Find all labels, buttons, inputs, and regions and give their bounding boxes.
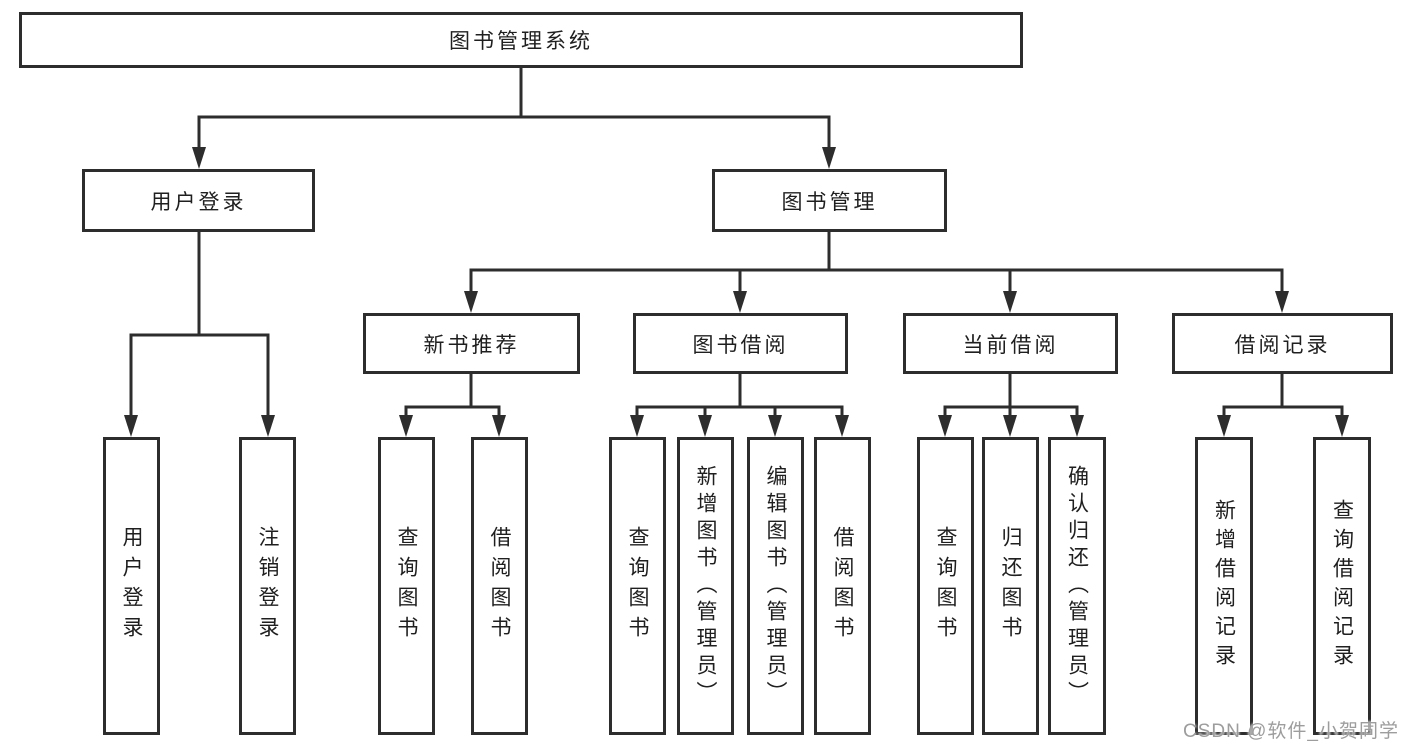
connector-level2-rail	[197, 115, 831, 150]
node-user-login: 用户登录	[82, 169, 315, 232]
node-root-label: 图书管理系统	[449, 30, 593, 53]
leaf-logout: 注销登录	[239, 437, 296, 735]
node-book-management-label: 图书管理	[781, 190, 878, 214]
node-book-borrow-label: 图书借阅	[692, 333, 789, 357]
connector-userlogin-rail	[129, 333, 270, 419]
arrowhead-icon	[630, 415, 644, 437]
leaf-add-borrow-record-label: 新增借阅记录	[1212, 499, 1236, 673]
leaf-return-book-label: 归还图书	[999, 526, 1022, 646]
leaf-query-borrow-record-label: 查询借阅记录	[1330, 499, 1354, 673]
leaf-query-books-borrow-label: 查询图书	[626, 526, 649, 646]
arrowhead-icon	[261, 415, 275, 437]
node-borrow-records: 借阅记录	[1172, 313, 1393, 374]
leaf-add-book-admin: 新增图书（管理员）	[677, 437, 734, 735]
leaf-edit-book-admin-label: 编辑图书（管理员）	[764, 464, 787, 708]
leaf-logout-label: 注销登录	[256, 526, 279, 646]
arrowhead-icon	[733, 291, 747, 313]
leaf-user-login-label: 用户登录	[120, 526, 143, 646]
leaf-borrow-books-recommend-label: 借阅图书	[488, 526, 511, 646]
connector-level3-rail	[469, 268, 1284, 295]
arrowhead-icon	[124, 415, 138, 437]
leaf-query-books-borrow: 查询图书	[609, 437, 666, 735]
arrowhead-icon	[464, 291, 478, 313]
arrowhead-icon	[192, 147, 206, 169]
leaf-borrow-books: 借阅图书	[814, 437, 871, 735]
csdn-watermark: CSDN @软件_小贺同学	[1183, 721, 1399, 742]
arrowhead-icon	[938, 415, 952, 437]
arrowhead-icon	[399, 415, 413, 437]
arrowhead-icon	[1003, 291, 1017, 313]
leaf-confirm-return-admin: 确认归还（管理员）	[1048, 437, 1106, 735]
leaf-confirm-return-admin-label: 确认归还（管理员）	[1065, 464, 1089, 708]
node-book-borrow: 图书借阅	[633, 313, 848, 374]
node-root-library-system: 图书管理系统	[19, 12, 1023, 68]
leaf-query-books-current: 查询图书	[917, 437, 974, 735]
arrowhead-icon	[1335, 415, 1349, 437]
leaf-query-books-current-label: 查询图书	[934, 526, 957, 646]
leaf-edit-book-admin: 编辑图书（管理员）	[747, 437, 804, 735]
leaf-add-borrow-record: 新增借阅记录	[1195, 437, 1253, 735]
node-current-borrow-label: 当前借阅	[962, 333, 1059, 357]
arrowhead-icon	[1217, 415, 1231, 437]
arrowhead-icon	[1003, 415, 1017, 437]
node-current-borrow: 当前借阅	[903, 313, 1118, 374]
connector-newbook-rail	[404, 405, 501, 419]
arrowhead-icon	[492, 415, 506, 437]
connector-records-rail	[1222, 405, 1344, 419]
arrowhead-icon	[1275, 291, 1289, 313]
leaf-borrow-books-label: 借阅图书	[831, 526, 854, 646]
arrowhead-icon	[698, 415, 712, 437]
node-new-book-recommend-label: 新书推荐	[423, 333, 520, 357]
leaf-return-book: 归还图书	[982, 437, 1039, 735]
leaf-query-borrow-record: 查询借阅记录	[1313, 437, 1371, 735]
arrowheads	[124, 147, 1349, 437]
node-borrow-records-label: 借阅记录	[1234, 333, 1331, 357]
arrowhead-icon	[822, 147, 836, 169]
leaf-add-book-admin-label: 新增图书（管理员）	[694, 464, 717, 708]
node-user-login-label: 用户登录	[150, 190, 247, 214]
arrowhead-icon	[768, 415, 782, 437]
leaf-borrow-books-recommend: 借阅图书	[471, 437, 528, 735]
arrowhead-icon	[835, 415, 849, 437]
node-book-management: 图书管理	[712, 169, 947, 232]
node-new-book-recommend: 新书推荐	[363, 313, 580, 374]
leaf-user-login: 用户登录	[103, 437, 160, 735]
connector-bookborrow-rail	[635, 405, 844, 419]
leaf-query-books-recommend: 查询图书	[378, 437, 435, 735]
arrowhead-icon	[1070, 415, 1084, 437]
leaf-query-books-recommend-label: 查询图书	[395, 526, 418, 646]
